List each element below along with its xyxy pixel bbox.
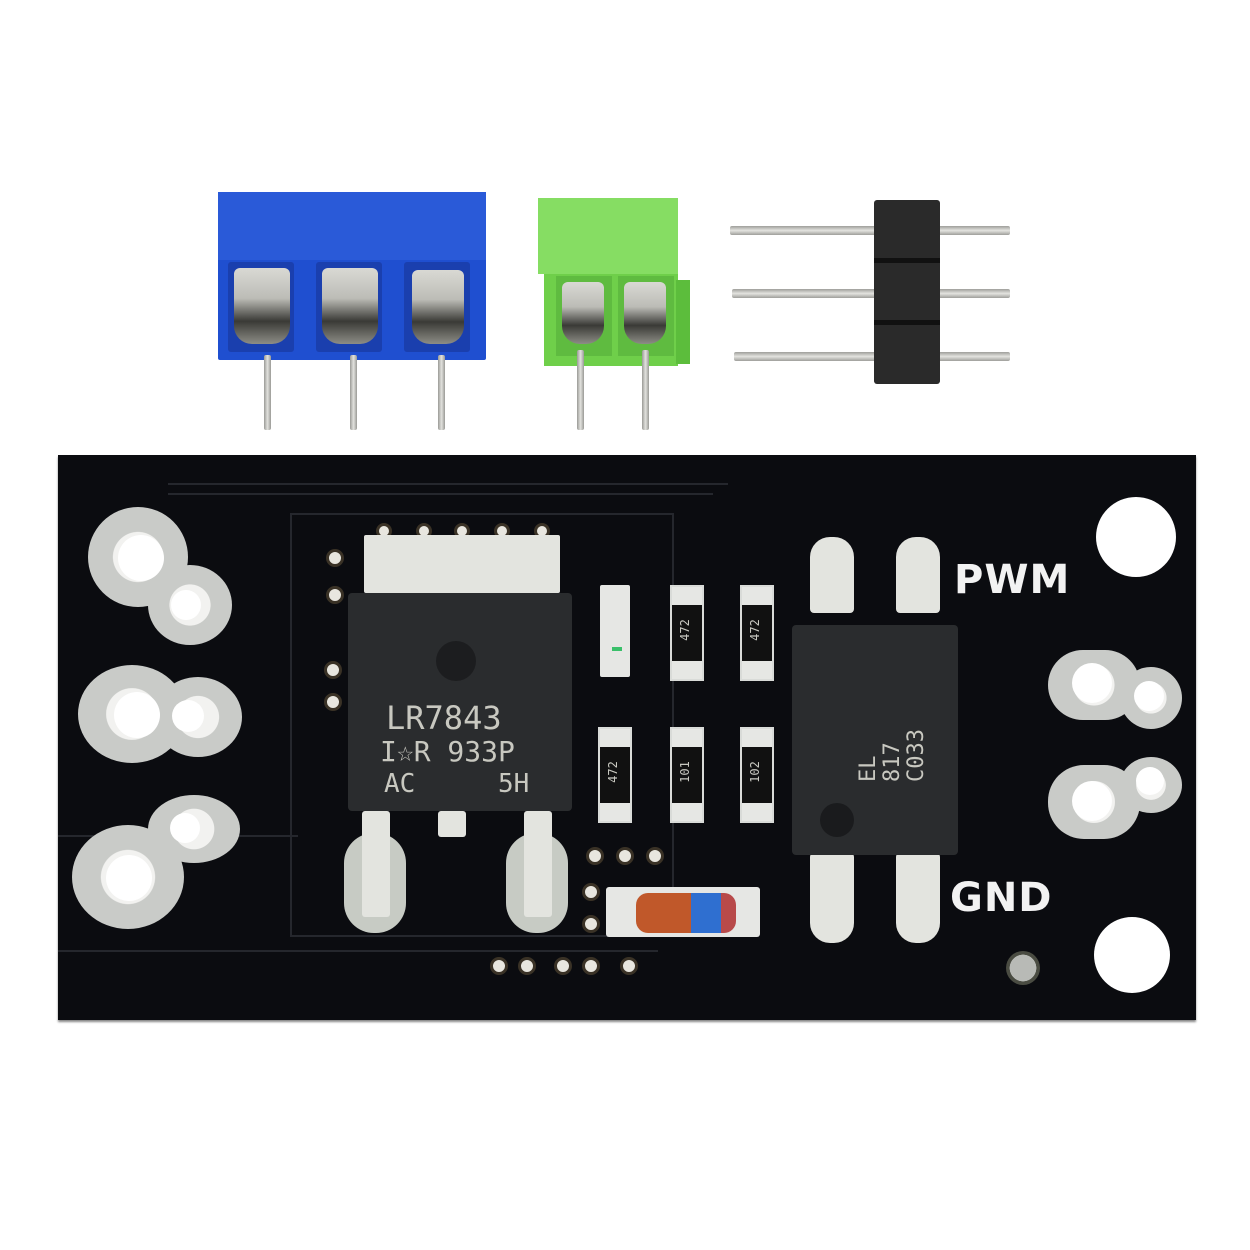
pcb-trace	[168, 483, 728, 485]
terminal-pin	[264, 355, 271, 430]
mosfet-lead	[524, 811, 552, 917]
resistor-end	[742, 803, 772, 821]
mounting-hole	[1096, 497, 1176, 577]
green-terminal-top	[538, 198, 678, 274]
mounting-hole	[118, 535, 164, 581]
opto-line1: EL	[856, 755, 881, 783]
via	[582, 883, 600, 901]
gnd-label: GND	[950, 875, 1053, 921]
screw-clamp	[412, 270, 464, 344]
header-pin	[732, 289, 1010, 298]
resistor-end	[600, 729, 630, 747]
test-pad	[1006, 951, 1040, 985]
green-terminal-side	[676, 280, 690, 364]
opto-line2: 817	[880, 742, 905, 782]
terminal-pin	[642, 350, 649, 430]
pcb-trace-outline	[290, 513, 674, 937]
via	[582, 915, 600, 933]
header-pin	[730, 226, 1010, 235]
via	[554, 957, 572, 975]
pcb-trace	[58, 950, 658, 952]
resistor-end	[672, 661, 702, 679]
resistor-code: 101	[677, 761, 692, 783]
terminal-pin	[350, 355, 357, 430]
mosfet-lead	[362, 811, 390, 917]
resistor-code: 472	[677, 619, 692, 641]
mounting-hole	[1094, 917, 1170, 993]
screw-clamp	[234, 268, 290, 344]
opto-lead	[810, 853, 854, 943]
pin1-marker-icon	[820, 803, 854, 837]
resistor-end	[600, 803, 630, 821]
mounting-hole	[172, 700, 204, 732]
mounting-hole	[106, 855, 152, 901]
header-groove	[874, 320, 940, 325]
pad-hole	[1072, 663, 1112, 703]
via	[326, 586, 344, 604]
mosfet-lot-left: AC	[384, 769, 416, 799]
mosfet-lot-right: 5H	[498, 769, 530, 799]
led-green-mark	[612, 647, 622, 651]
pcb-board: LR7843 I☆R 933P AC 5H 472 472 472 101 10…	[58, 455, 1196, 1020]
resistor-r5: 102	[740, 727, 774, 823]
via	[586, 847, 604, 865]
resistor-end	[672, 587, 702, 605]
screw-clamp	[624, 282, 666, 344]
pad-hole	[1134, 681, 1164, 711]
opto-marking: EL 817 C033	[856, 672, 929, 783]
pcb-trace	[168, 493, 713, 495]
blue-terminal-top	[218, 192, 486, 260]
header-housing	[874, 200, 940, 384]
screw-clamp	[322, 268, 378, 344]
via	[490, 957, 508, 975]
mosfet-mfg-code: I☆R 933P	[380, 735, 515, 768]
via	[324, 693, 342, 711]
mounting-hole	[171, 590, 201, 620]
resistor-code: 102	[747, 761, 762, 783]
header-groove	[874, 258, 940, 263]
resistor-end	[742, 729, 772, 747]
via	[616, 847, 634, 865]
resistor-code: 472	[605, 761, 620, 783]
terminal-pin	[438, 355, 445, 430]
diode-body	[636, 893, 736, 933]
resistor-r2: 472	[740, 585, 774, 681]
mosfet-ic: LR7843 I☆R 933P AC 5H	[348, 593, 572, 811]
resistor-end	[672, 729, 702, 747]
resistor-end	[742, 661, 772, 679]
opto-lead	[810, 537, 854, 613]
mounting-hole	[114, 692, 160, 738]
via	[518, 957, 536, 975]
opto-line3: C033	[904, 729, 929, 782]
screw-clamp	[562, 282, 604, 344]
pad-hole	[1136, 767, 1164, 795]
mounting-hole	[170, 813, 200, 843]
optocoupler-ic: EL 817 C033	[792, 625, 958, 855]
resistor-r3: 472	[598, 727, 632, 823]
via	[646, 847, 664, 865]
resistor-r1: 472	[670, 585, 704, 681]
header-pin	[734, 352, 1010, 361]
via	[582, 957, 600, 975]
resistor-code: 472	[747, 619, 762, 641]
via	[326, 549, 344, 567]
resistor-r4: 101	[670, 727, 704, 823]
pad-hole	[1072, 781, 1112, 821]
status-led	[600, 585, 630, 677]
resistor-end	[742, 587, 772, 605]
opto-lead	[896, 537, 940, 613]
via	[324, 661, 342, 679]
mosfet-tab	[364, 535, 560, 593]
pin1-marker-icon	[436, 641, 476, 681]
pwm-label: PWM	[954, 557, 1071, 603]
opto-lead	[896, 853, 940, 943]
terminal-pin	[577, 350, 584, 430]
via	[620, 957, 638, 975]
mosfet-lead	[438, 811, 466, 837]
resistor-end	[672, 803, 702, 821]
mosfet-part-number: LR7843	[386, 699, 502, 737]
